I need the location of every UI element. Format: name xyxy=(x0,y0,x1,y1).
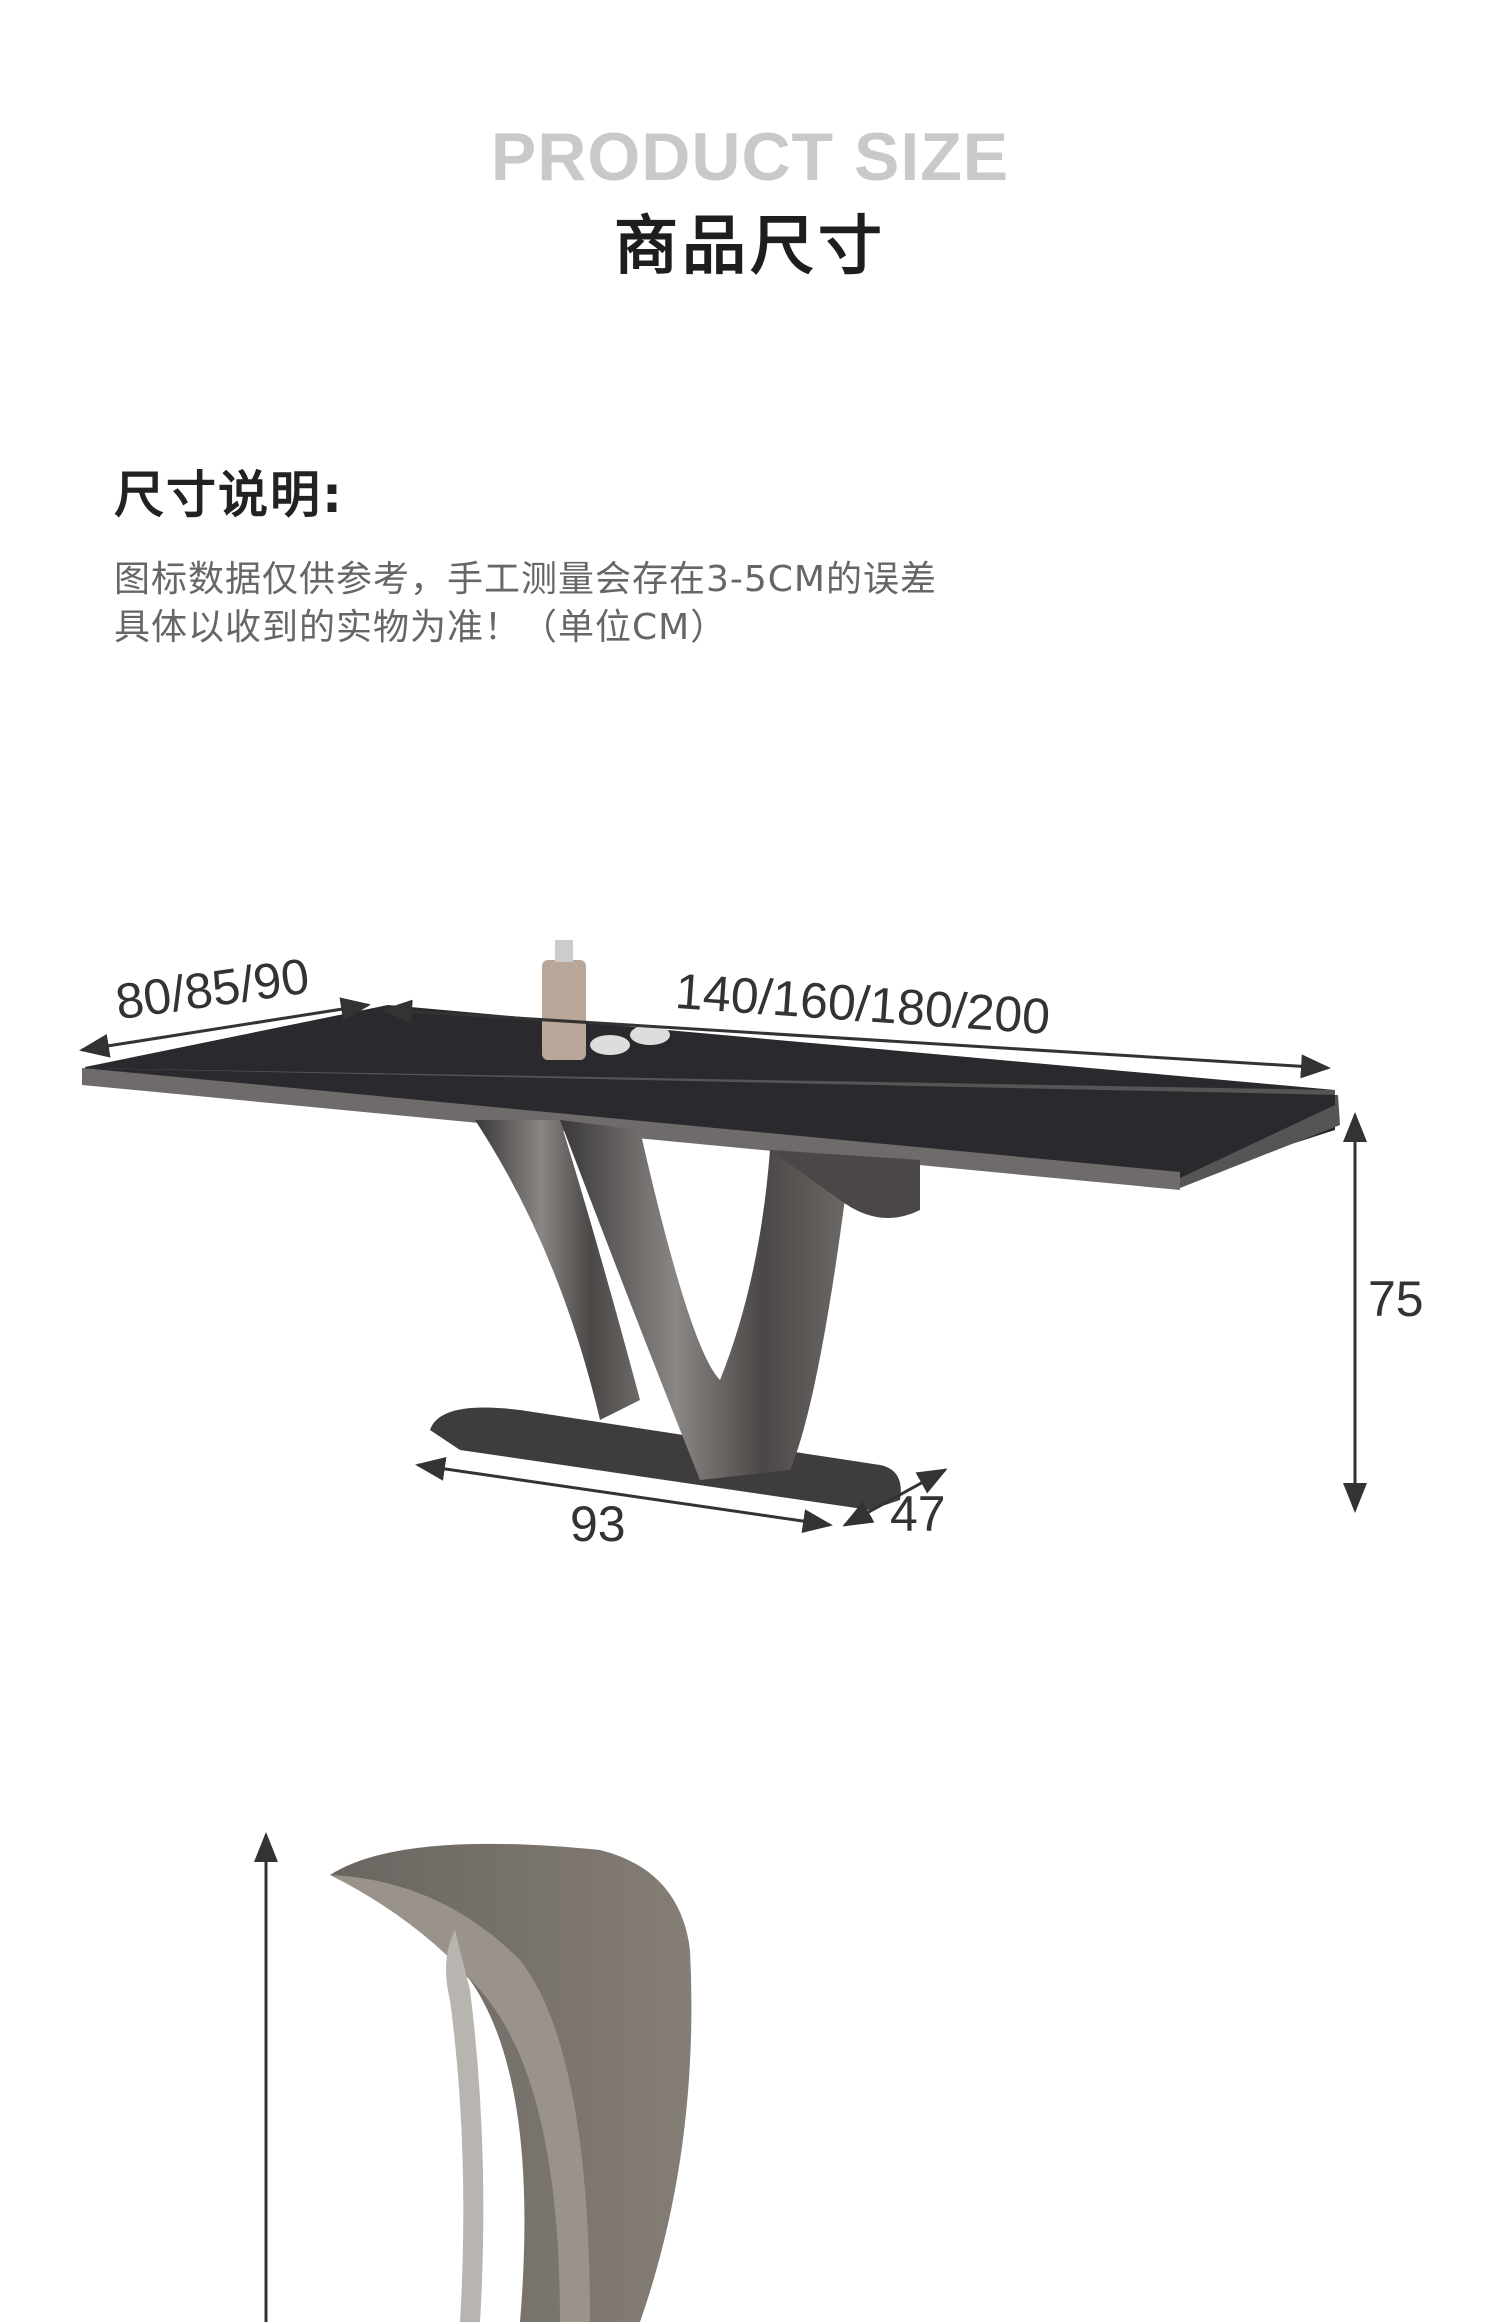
base-width-label: 47 xyxy=(890,1486,946,1542)
size-note-heading: 尺寸说明: xyxy=(114,466,344,524)
decanter-icon xyxy=(542,940,670,1060)
title-english: PRODUCT SIZE xyxy=(490,119,1010,195)
dimension-lines xyxy=(79,997,1367,2322)
size-note-line: 图标数据仅供参考，手工测量会存在3-5CM的误差 xyxy=(114,559,937,600)
table-base xyxy=(430,1120,920,1510)
chair-illustration xyxy=(330,1843,692,2322)
title-chinese: 商品尺寸 xyxy=(614,210,886,284)
table-height-label: 75 xyxy=(1368,1271,1424,1327)
size-note-line: 具体以收到的实物为准！（单位CM） xyxy=(114,607,728,648)
base-length-label: 93 xyxy=(570,1496,626,1552)
table-top xyxy=(82,1005,1340,1190)
